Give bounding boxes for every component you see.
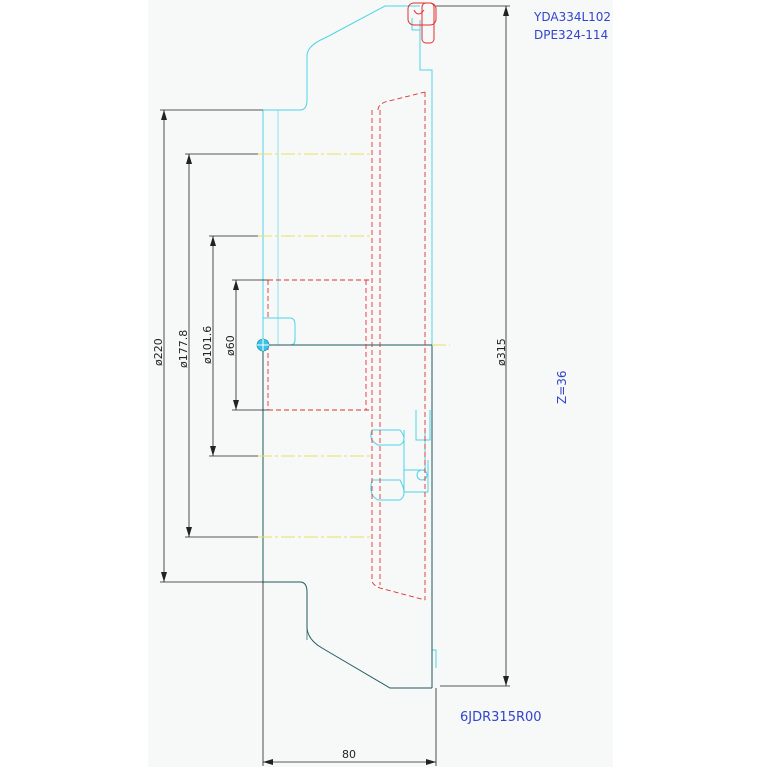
dim-101-6: ø101.6 [201,325,214,364]
part-code-2: DPE324-114 [534,28,609,42]
keyway-detail [407,2,437,44]
hidden-lines [267,91,426,601]
tooth-count: Z=36 [555,370,569,404]
dim-177-8: ø177.8 [177,329,190,368]
dim-60: ø60 [224,335,237,356]
dimension-arrows [161,6,509,765]
part-code-1: YDA334L102 [534,10,612,24]
dim-220: ø220 [152,338,165,366]
dim-width: 80 [342,748,356,761]
dimension-lines [160,5,510,766]
dim-outer-diameter: ø315 [495,338,508,366]
centerlines [258,153,450,538]
drawing-id: 6JDR315R00 [460,710,542,725]
drawing-background [148,0,613,767]
center-mark-icon [256,338,270,352]
